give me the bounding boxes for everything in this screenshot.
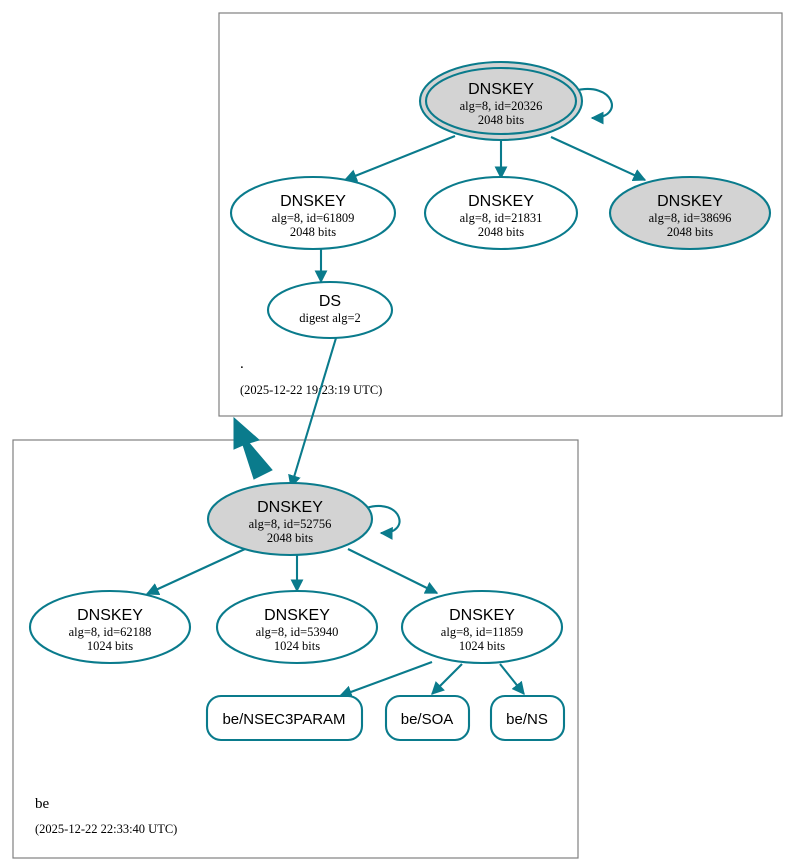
node-be-zsk-53940-keyinfo: alg=8, id=53940 [256, 625, 339, 639]
node-be-zsk-11859-keyinfo: alg=8, id=11859 [441, 625, 523, 639]
node-be-ksk-keysize: 2048 bits [267, 531, 313, 545]
node-root-zsk-38696-title: DNSKEY [657, 193, 723, 210]
node-root-zsk-38696-keyinfo: alg=8, id=38696 [649, 211, 732, 225]
node-root-ds-digest: digest alg=2 [299, 311, 361, 325]
node-root-ksk[interactable]: DNSKEY alg=8, id=20326 2048 bits [418, 60, 584, 142]
node-root-ds-ellipse [266, 280, 394, 340]
node-root-ksk-keyinfo: alg=8, id=20326 [460, 99, 543, 113]
rrset-be-soa-label: be/SOA [401, 711, 454, 728]
node-be-ksk-title: DNSKEY [257, 499, 323, 516]
node-root-zsk-61809-title: DNSKEY [280, 193, 346, 210]
zone-root-name: . [240, 356, 244, 372]
node-root-ds[interactable]: DS digest alg=2 [266, 280, 394, 340]
node-be-zsk-62188-ellipse [28, 589, 192, 665]
rrset-be-nsec3param[interactable]: be/NSEC3PARAM [205, 694, 364, 742]
node-be-zsk-53940-keysize: 1024 bits [274, 639, 320, 653]
zone-be-name: be [35, 796, 50, 812]
node-root-ds-title: DS [319, 293, 341, 310]
edge-ds-to-be-ksk [288, 337, 338, 489]
rrset-be-ns[interactable]: be/NS [489, 694, 566, 742]
zone-delegation-edges [233, 337, 338, 489]
edge-root-ksk-to-61809 [343, 135, 456, 182]
be-zone-edges [145, 505, 525, 699]
edge-be-ksk-to-62188 [145, 548, 246, 596]
edge-be-11859-to-nsec3param [338, 661, 433, 699]
node-be-zsk-11859-keysize: 1024 bits [459, 639, 505, 653]
node-be-ksk-ellipse [206, 481, 374, 557]
node-root-ksk-keysize: 2048 bits [478, 113, 524, 127]
node-root-zsk-21831-keyinfo: alg=8, id=21831 [460, 211, 543, 225]
node-root-zsk-21831-keysize: 2048 bits [478, 225, 524, 239]
node-root-zsk-61809-keysize: 2048 bits [290, 225, 336, 239]
node-root-zsk-61809-keyinfo: alg=8, id=61809 [272, 211, 355, 225]
rrset-be-ns-box [489, 694, 566, 742]
node-be-zsk-53940-ellipse [215, 589, 379, 665]
node-root-zsk-38696-keysize: 2048 bits [667, 225, 713, 239]
node-root-zsk-21831-ellipse [423, 175, 579, 251]
node-root-zsk-21831[interactable]: DNSKEY alg=8, id=21831 2048 bits [423, 175, 579, 251]
node-be-zsk-62188[interactable]: DNSKEY alg=8, id=62188 1024 bits [28, 589, 192, 665]
edge-be-ksk-to-11859 [347, 548, 439, 594]
rrset-be-soa-box [384, 694, 471, 742]
node-be-zsk-62188-keysize: 1024 bits [87, 639, 133, 653]
edge-root-ksk-to-38696 [550, 136, 647, 182]
node-root-zsk-61809-ellipse [229, 175, 397, 251]
node-be-ksk-keyinfo: alg=8, id=52756 [249, 517, 332, 531]
rrset-be-soa[interactable]: be/SOA [384, 694, 471, 742]
zone-root-timestamp: (2025-12-22 19:23:19 UTC) [240, 383, 382, 397]
node-be-zsk-62188-keyinfo: alg=8, id=62188 [69, 625, 152, 639]
node-root-ksk-title: DNSKEY [468, 81, 534, 98]
root-zone-edges [314, 88, 647, 284]
node-be-zsk-11859-ellipse [400, 589, 564, 665]
node-be-zsk-11859-title: DNSKEY [449, 607, 515, 624]
node-be-zsk-62188-title: DNSKEY [77, 607, 143, 624]
edge-be-11859-to-soa [431, 663, 463, 695]
node-be-zsk-53940-title: DNSKEY [264, 607, 330, 624]
node-root-ksk-inner-ellipse [424, 66, 578, 136]
zone-be-timestamp: (2025-12-22 22:33:40 UTC) [35, 822, 177, 836]
rrset-be-nsec3param-label: be/NSEC3PARAM [222, 711, 345, 728]
node-be-zsk-11859[interactable]: DNSKEY alg=8, id=11859 1024 bits [400, 589, 564, 665]
edge-root-ksk-self-loop [573, 88, 613, 125]
rrset-be-ns-label: be/NS [506, 711, 548, 728]
zone-delegation-arrow [233, 416, 273, 480]
node-root-zsk-61809[interactable]: DNSKEY alg=8, id=61809 2048 bits [229, 175, 397, 251]
node-root-zsk-38696-ellipse [608, 175, 772, 251]
node-root-zsk-38696[interactable]: DNSKEY alg=8, id=38696 2048 bits [608, 175, 772, 251]
node-be-ksk[interactable]: DNSKEY alg=8, id=52756 2048 bits [206, 481, 374, 557]
edge-be-11859-to-ns [499, 663, 525, 696]
edge-be-ksk-self-loop [365, 505, 401, 540]
node-be-zsk-53940[interactable]: DNSKEY alg=8, id=53940 1024 bits [215, 589, 379, 665]
rrset-be-nsec3param-box [205, 694, 364, 742]
node-root-zsk-21831-title: DNSKEY [468, 193, 534, 210]
